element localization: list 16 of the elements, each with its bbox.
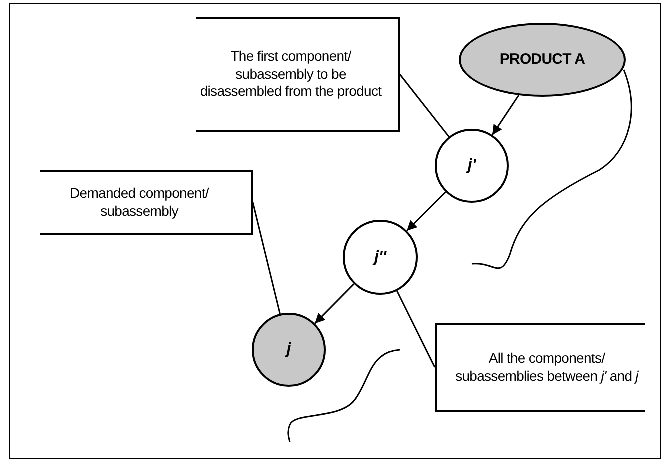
leader-line [252, 202, 281, 314]
leader-line [396, 290, 436, 368]
callout-bracket [40, 170, 253, 235]
node-label: j [286, 340, 292, 360]
callout-bracket [435, 323, 645, 412]
arrow [492, 95, 520, 136]
node-label: j' [468, 156, 476, 176]
callout-text: Demanded component/ subassembly [69, 185, 210, 220]
node-label: j'' [374, 248, 387, 268]
arrow [406, 192, 446, 232]
callout-bracket [196, 17, 400, 132]
callout-text: The first component/ subassembly to be disassembled from the product [199, 48, 383, 101]
node-label: PRODUCT A [500, 50, 586, 70]
callout-text: All the components/ subassemblies between j' and j [454, 350, 640, 385]
leader-line [399, 74, 450, 138]
arrow [314, 284, 355, 324]
